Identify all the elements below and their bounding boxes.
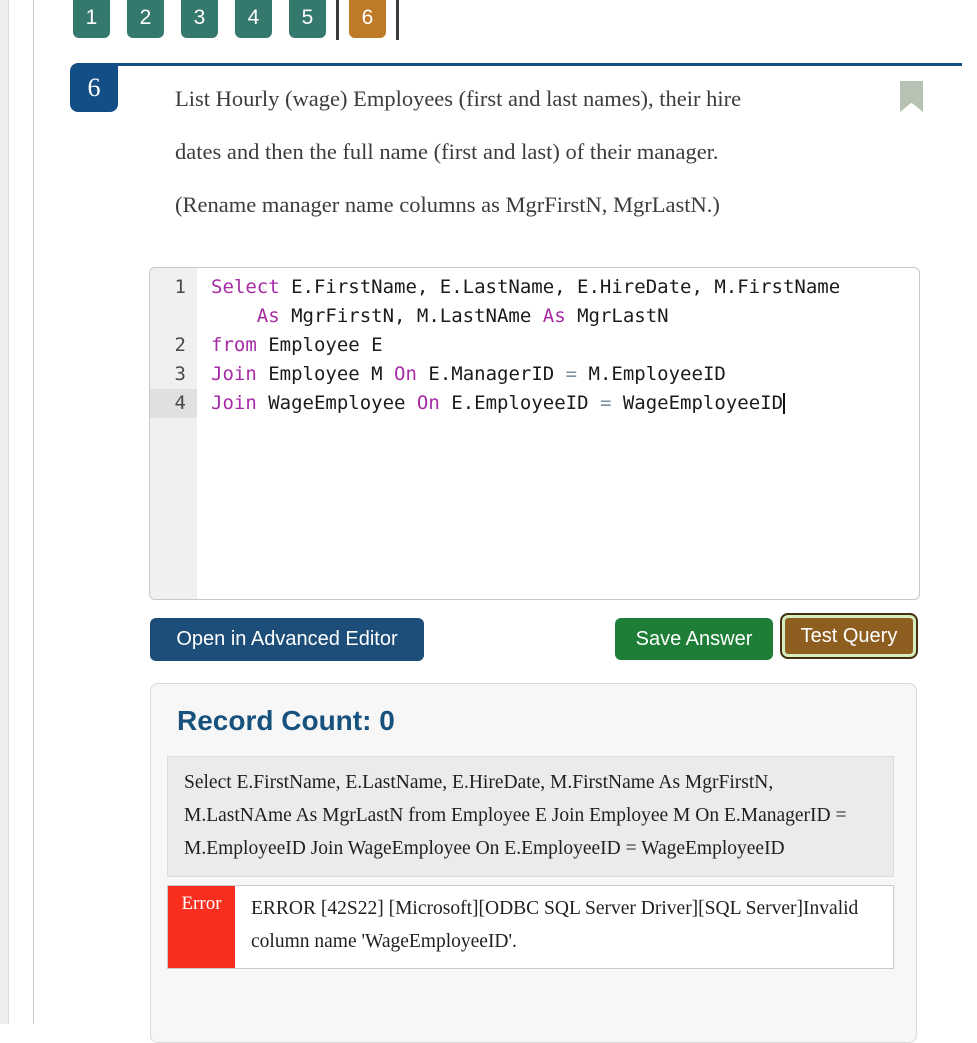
sql-text: WageEmployee — [256, 392, 417, 414]
test-query-label: Test Query — [800, 624, 898, 647]
query-results-panel: Record Count: 0 Select E.FirstName, E.La… — [150, 683, 917, 1043]
sql-text: MgrLastN — [565, 305, 669, 327]
editor-line-number-gutter: 1 2 3 4 — [150, 268, 197, 599]
editor-line-number: 2 — [174, 334, 186, 356]
editor-line-number: 4 — [150, 389, 197, 418]
sql-text: E.ManagerID — [416, 363, 566, 385]
pagination-divider — [396, 0, 399, 40]
pagination-divider — [336, 0, 339, 40]
open-advanced-editor-label: Open in Advanced Editor — [176, 628, 398, 650]
sql-code-editor[interactable]: 1 2 3 4 Select E.FirstName, E.LastName, E.H… — [149, 267, 920, 600]
pagination-question-6[interactable]: 6 — [349, 0, 386, 38]
sql-text: Employee M — [256, 363, 395, 385]
question-text: List Hourly (wage) Employees (first and … — [175, 72, 915, 231]
record-count-value: 0 — [379, 705, 395, 736]
pagination-question-2[interactable]: 2 — [127, 0, 164, 38]
pagination-question-1[interactable]: 1 — [73, 0, 110, 38]
error-badge: Error — [168, 886, 235, 968]
pagination-question-5[interactable]: 5 — [289, 0, 326, 38]
sql-keyword: from — [211, 334, 257, 356]
sql-text: E.EmployeeID — [439, 392, 600, 414]
sql-operator: = — [565, 363, 578, 385]
sql-keyword: Join — [211, 392, 257, 414]
test-query-button[interactable]: Test Query — [780, 613, 918, 659]
editor-line-number — [150, 302, 197, 331]
pagination-question-4[interactable]: 4 — [235, 0, 272, 38]
error-message: ERROR [42S22] [Microsoft][ODBC SQL Serve… — [251, 898, 859, 952]
question-divider-line — [118, 63, 962, 66]
save-answer-button[interactable]: Save Answer — [615, 618, 773, 660]
executed-query-text: Select E.FirstName, E.LastName, E.HireDa… — [167, 756, 894, 877]
sql-text: M.EmployeeID — [577, 363, 726, 385]
editor-code-line[interactable]: Join Employee M On E.ManagerID = M.Emplo… — [211, 360, 919, 389]
sql-keyword: On — [416, 392, 440, 414]
sql-keyword: As — [256, 305, 280, 327]
sql-operator: = — [599, 392, 612, 414]
content-left-border — [33, 0, 34, 1024]
editor-code-line[interactable]: from Employee E — [211, 331, 919, 360]
record-count-heading: Record Count: 0 — [177, 705, 916, 737]
sql-text: MgrFirstN, M.LastNAme — [279, 305, 543, 327]
bookmark-icon[interactable] — [900, 81, 923, 112]
error-row: Error ERROR [42S22] [Microsoft][ODBC SQL… — [167, 885, 894, 969]
editor-code-area[interactable]: Select E.FirstName, E.LastName, E.HireDa… — [197, 268, 919, 599]
sql-text: Employee E — [256, 334, 383, 356]
sql-keyword: On — [394, 363, 417, 385]
editor-code-line[interactable]: As MgrFirstN, M.LastNAme As MgrLastN — [211, 302, 919, 331]
question-number-badge: 6 — [70, 63, 118, 112]
sql-keyword: Join — [211, 363, 257, 385]
pagination-question-3[interactable]: 3 — [181, 0, 218, 38]
record-count-label: Record Count: — [177, 705, 372, 736]
open-advanced-editor-button[interactable]: Open in Advanced Editor — [150, 618, 424, 661]
sql-text: E.FirstName, E.LastName, E.HireDate, M.F… — [279, 276, 841, 298]
text-cursor — [783, 393, 786, 414]
question-line: dates and then the full name (first and … — [175, 139, 719, 164]
question-line: (Rename manager name columns as MgrFirst… — [175, 192, 720, 217]
sql-keyword: Select — [211, 276, 280, 298]
editor-code-line[interactable]: Join WageEmployee On E.EmployeeID = Wage… — [211, 389, 919, 418]
save-answer-label: Save Answer — [635, 627, 753, 650]
sql-text: WageEmployeeID — [611, 392, 784, 414]
question-number: 6 — [87, 72, 101, 102]
sql-text — [211, 305, 257, 327]
editor-line-number: 3 — [174, 363, 186, 385]
left-scroll-strip[interactable] — [0, 0, 9, 1024]
editor-code-line[interactable]: Select E.FirstName, E.LastName, E.HireDa… — [211, 273, 919, 302]
question-line: List Hourly (wage) Employees (first and … — [175, 86, 742, 111]
sql-keyword: As — [542, 305, 566, 327]
editor-line-number: 1 — [174, 276, 186, 298]
